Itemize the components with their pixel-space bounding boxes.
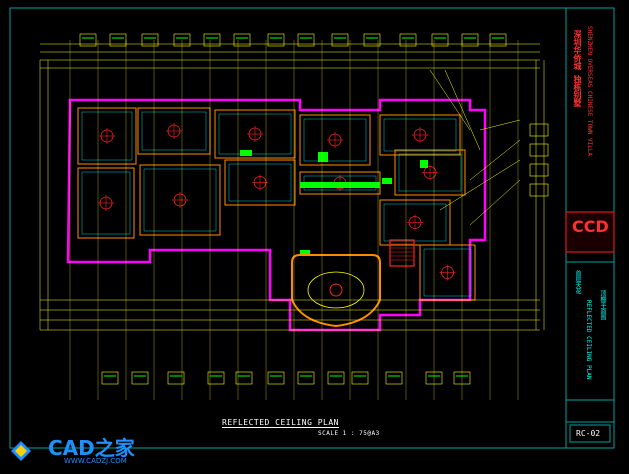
company-logo: CCD xyxy=(572,217,609,236)
drawing-title: REFLECTED CEILING PLAN xyxy=(222,418,339,428)
project-name-cn: 深圳华侨城 独栋别墅 xyxy=(573,30,582,107)
project-name-en: SHENZHEN OVERSEAS CHINESE TOWN VILLA xyxy=(586,26,593,157)
logo-box xyxy=(565,211,615,253)
drawing-scale: SCALE 1 : 75@A3 xyxy=(318,430,380,437)
watermark-url: WWW.CADZJ.COM xyxy=(64,457,127,465)
sheet-border xyxy=(9,7,615,449)
cad-logo-icon xyxy=(10,440,31,461)
sheet-number: RC-02 xyxy=(576,429,601,438)
watermark-brand: CAD之家 xyxy=(48,436,135,460)
drawing-name-en: REFLECTED CEILING PLAN xyxy=(585,300,592,380)
drawing-name-cn: 顶棚平面图 xyxy=(599,290,606,320)
floor-label: 首层天花 xyxy=(574,270,581,294)
